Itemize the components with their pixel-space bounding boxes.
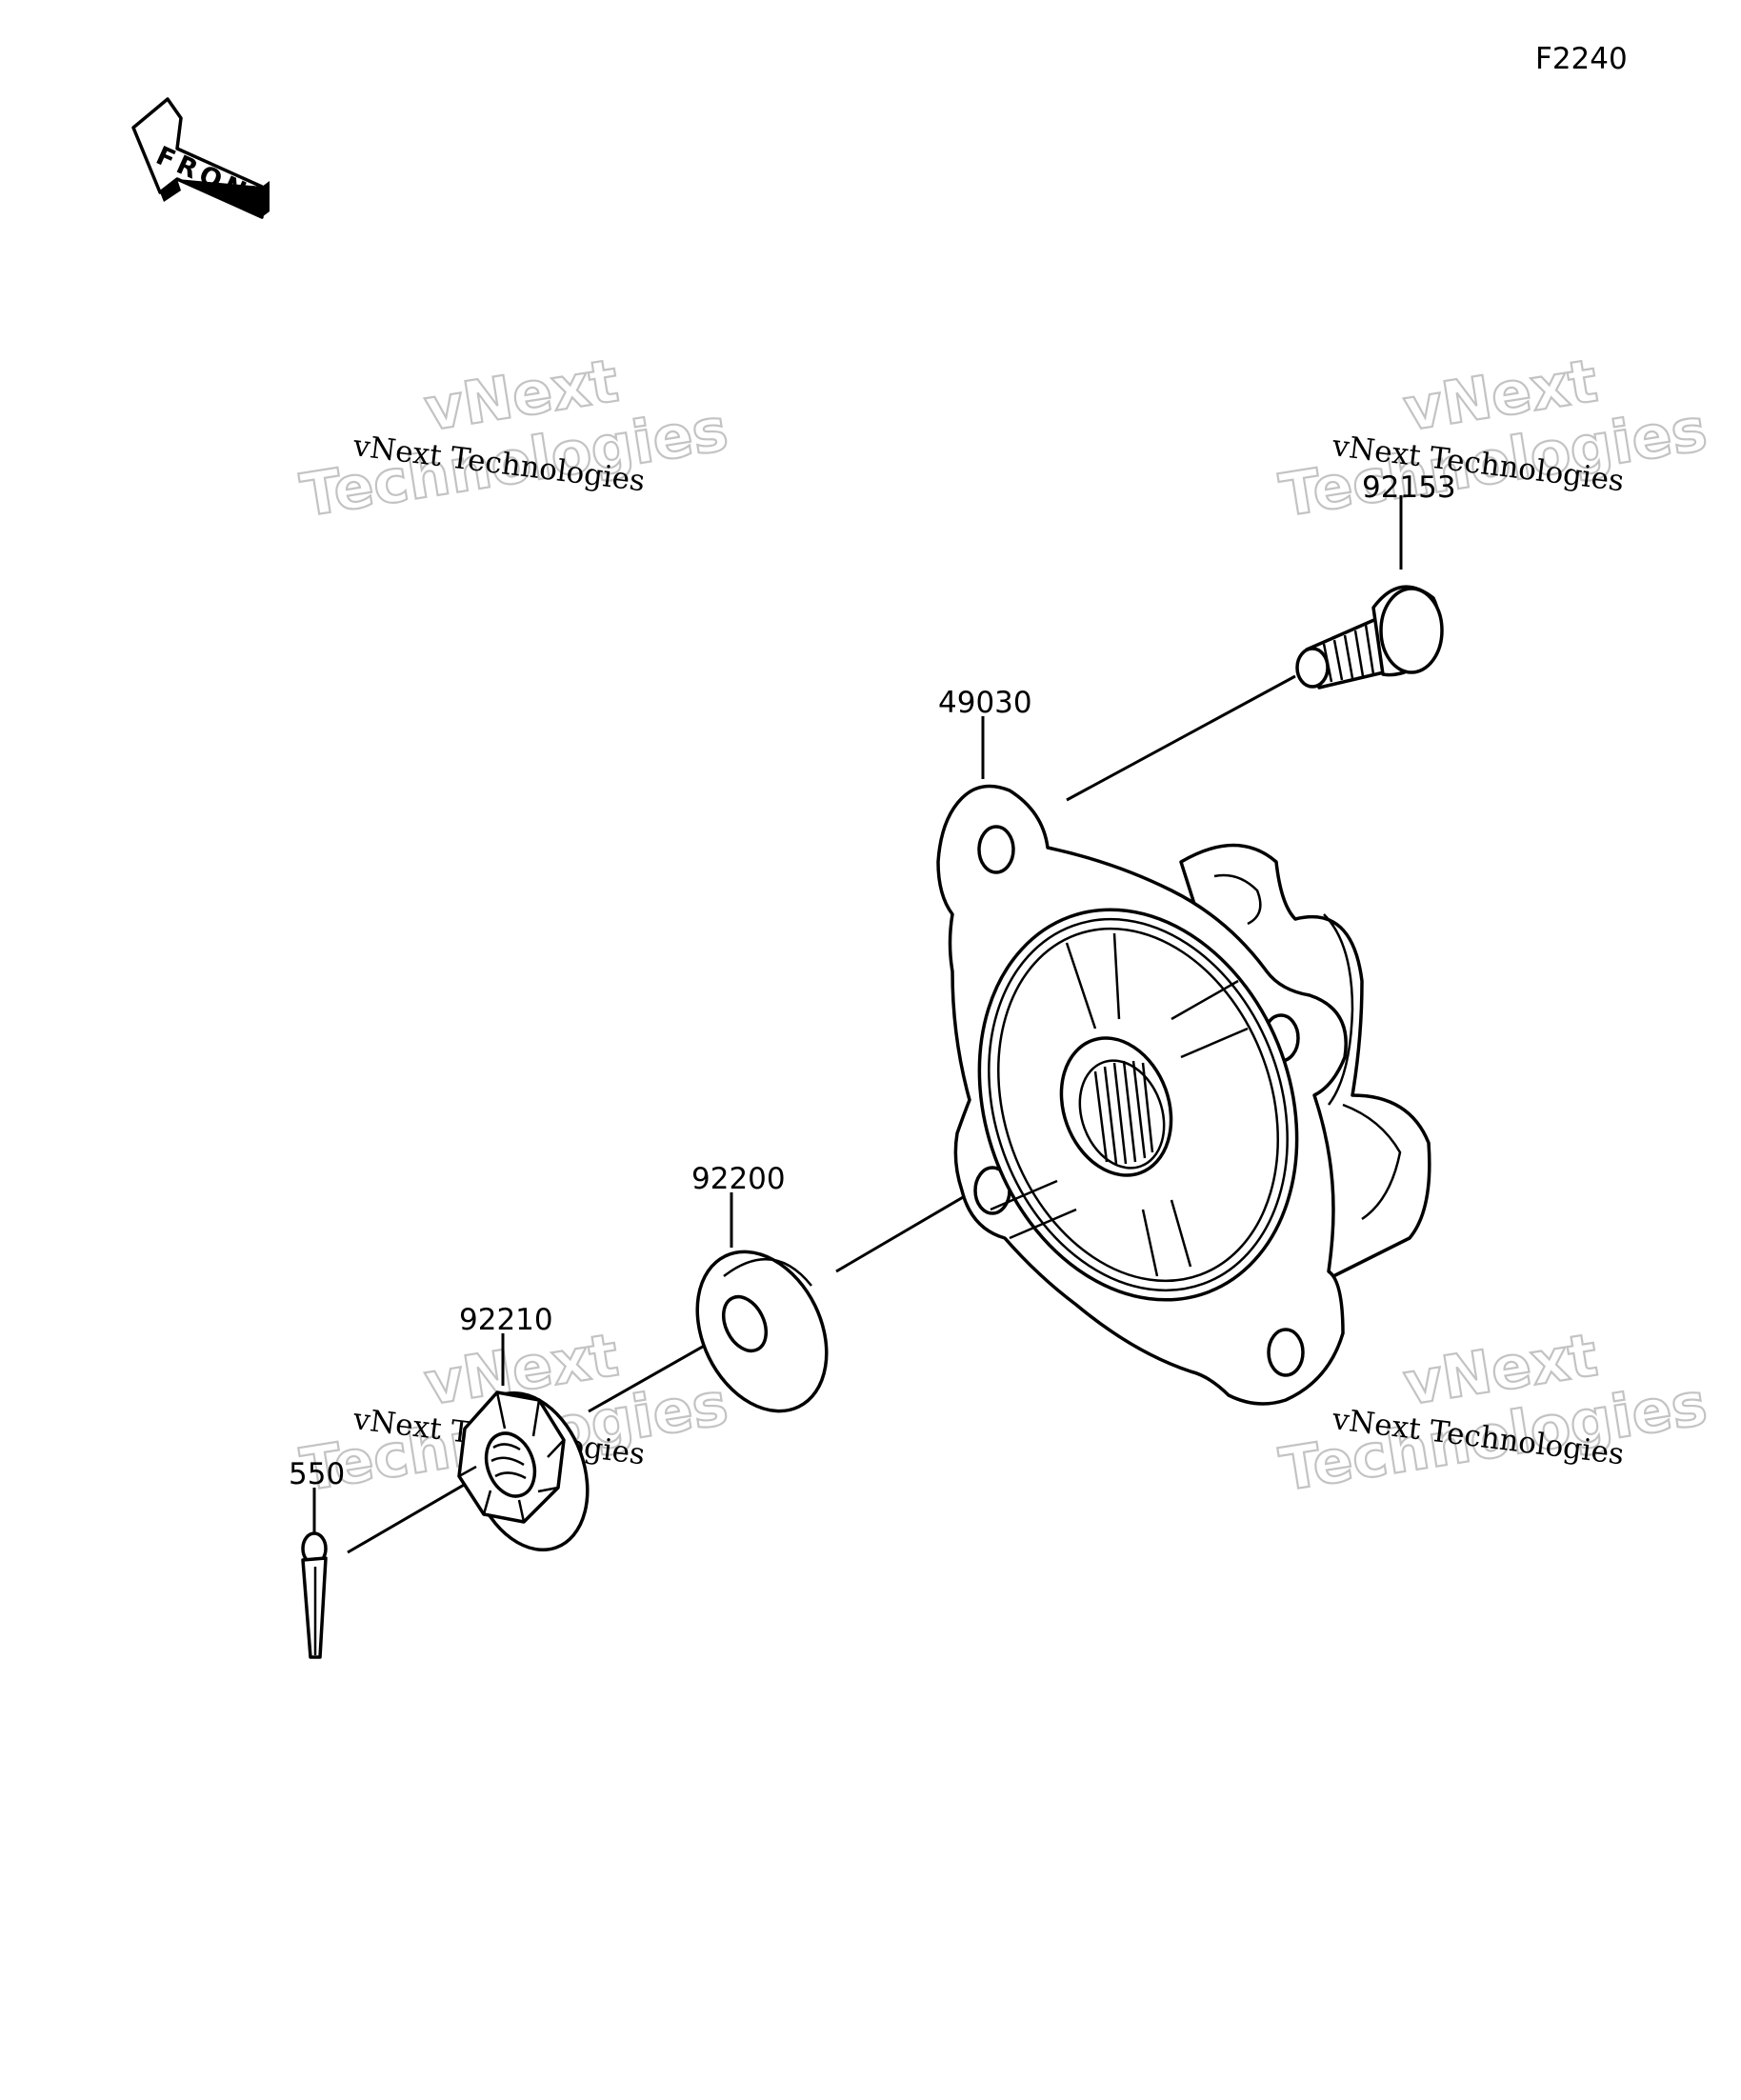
hub-bolt-part: 92153 (1295, 470, 1456, 690)
watermark-bottom-right: vNext Technologies vNext Technologies (1274, 1319, 1712, 1506)
part-number-92210: 92210 (459, 1303, 553, 1337)
part-number-92200: 92200 (691, 1162, 786, 1196)
watermark-top-left: vNext Technologies vNext Technologies (295, 345, 733, 531)
hub-part: 49030 (936, 686, 1431, 1406)
nut-part: 92210 (457, 1303, 590, 1552)
cotter-pin-part: 550 (289, 1457, 345, 1659)
part-number-550: 550 (289, 1457, 345, 1491)
figure-code: F2240 (1535, 42, 1628, 76)
front-arrow-icon: FRONT (131, 97, 275, 219)
spline-teeth-icon (1093, 1060, 1154, 1165)
part-number-92153: 92153 (1362, 470, 1456, 505)
washer-part: 92200 (691, 1162, 829, 1413)
part-number-49030: 49030 (938, 686, 1032, 720)
watermark-top-right: vNext Technologies vNext Technologies (1274, 345, 1712, 531)
